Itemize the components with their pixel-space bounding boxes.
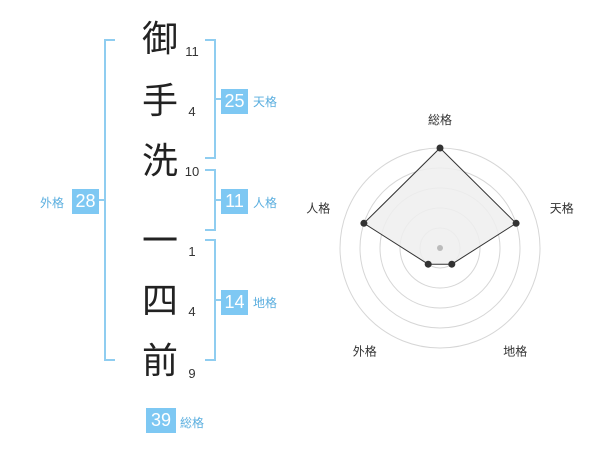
radar-series-area (363, 147, 517, 265)
soukaku-label: 総格 (180, 416, 205, 430)
jinkaku-value: 11 (221, 189, 248, 214)
radar-point-1 (436, 144, 444, 152)
radar-axis-label-4: 外格 (353, 344, 377, 359)
stroke-count-5: 4 (188, 304, 196, 319)
name-char-4: 一 (141, 221, 178, 262)
name-char-6: 前 (141, 341, 178, 382)
radar-point-3 (448, 260, 456, 268)
stroke-count-6: 9 (188, 366, 196, 381)
stroke-count-3: 10 (184, 164, 200, 179)
radar-center-dot (437, 245, 443, 251)
stroke-count-2: 4 (188, 104, 196, 119)
radar-axis-label-3: 地格 (503, 344, 527, 359)
chikaku-label: 地格 (253, 296, 278, 310)
jinkaku-label: 人格 (253, 196, 278, 210)
chikaku-value: 14 (221, 290, 248, 315)
name-char-1: 御 (141, 19, 178, 60)
soukaku-value: 39 (146, 408, 176, 433)
radar-point-4 (424, 260, 432, 268)
radar-point-5 (360, 219, 368, 227)
radar-axis-label-2: 天格 (550, 200, 574, 215)
name-char-2: 手 (141, 81, 178, 122)
stroke-count-1: 11 (185, 44, 199, 59)
radar-point-2 (512, 219, 520, 227)
gaikaku-label: 外格 (40, 196, 65, 210)
name-char-3: 洗 (141, 141, 178, 182)
radar-axis-label-1: 総格 (428, 112, 452, 127)
gaikaku-value: 28 (72, 189, 99, 214)
tenkaku-value: 25 (221, 89, 248, 114)
radar-axis-label-5: 人格 (306, 200, 330, 215)
tenkaku-label: 天格 (253, 95, 278, 109)
stroke-count-4: 1 (188, 244, 196, 259)
name-char-5: 四 (141, 281, 178, 322)
